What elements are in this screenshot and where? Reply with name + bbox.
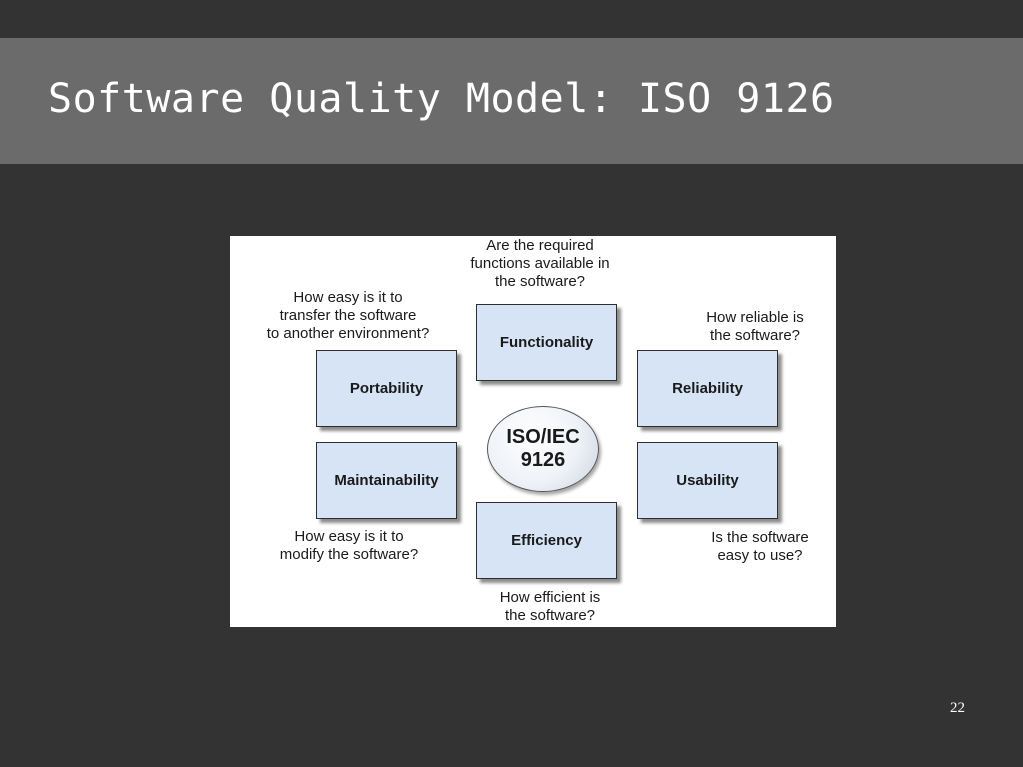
reliability-box: Reliability	[637, 350, 778, 427]
usability-question-line: easy to use?	[717, 547, 803, 564]
portability-question: How easy is it to transfer the software …	[234, 289, 462, 343]
reliability-question-line: the software?	[709, 327, 801, 344]
portability-question-line: to another environment?	[266, 325, 430, 342]
usability-question-line: Is the software	[711, 529, 809, 546]
title-bar	[0, 38, 1023, 164]
slide-title: Software Quality Model: ISO 9126	[48, 76, 835, 122]
reliability-question: How reliable is the software?	[680, 309, 830, 345]
maintainability-question-line: How easy is it to	[294, 528, 404, 545]
functionality-question-line: functions available in	[470, 255, 610, 272]
iso-9126-diagram: Are the required functions available in …	[230, 236, 836, 627]
efficiency-question: How efficient is the software?	[465, 589, 635, 625]
maintainability-box: Maintainability	[316, 442, 457, 519]
efficiency-question-line: How efficient is	[499, 589, 601, 606]
functionality-box: Functionality	[476, 304, 617, 381]
portability-question-line: transfer the software	[279, 307, 417, 324]
iso-iec-9126-hub: ISO/IEC 9126	[487, 406, 599, 492]
functionality-question-line: the software?	[494, 273, 586, 290]
portability-box: Portability	[316, 350, 457, 427]
maintainability-question: How easy is it to modify the software?	[244, 528, 454, 564]
usability-box: Usability	[637, 442, 778, 519]
reliability-question-line: How reliable is	[706, 309, 804, 326]
functionality-question: Are the required functions available in …	[450, 237, 630, 291]
efficiency-box: Efficiency	[476, 502, 617, 579]
portability-question-line: How easy is it to	[293, 289, 403, 306]
usability-question: Is the software easy to use?	[685, 529, 835, 565]
efficiency-question-line: the software?	[504, 607, 596, 624]
page-number: 22	[950, 700, 965, 716]
functionality-question-line: Are the required	[486, 237, 594, 254]
maintainability-question-line: modify the software?	[279, 546, 419, 563]
